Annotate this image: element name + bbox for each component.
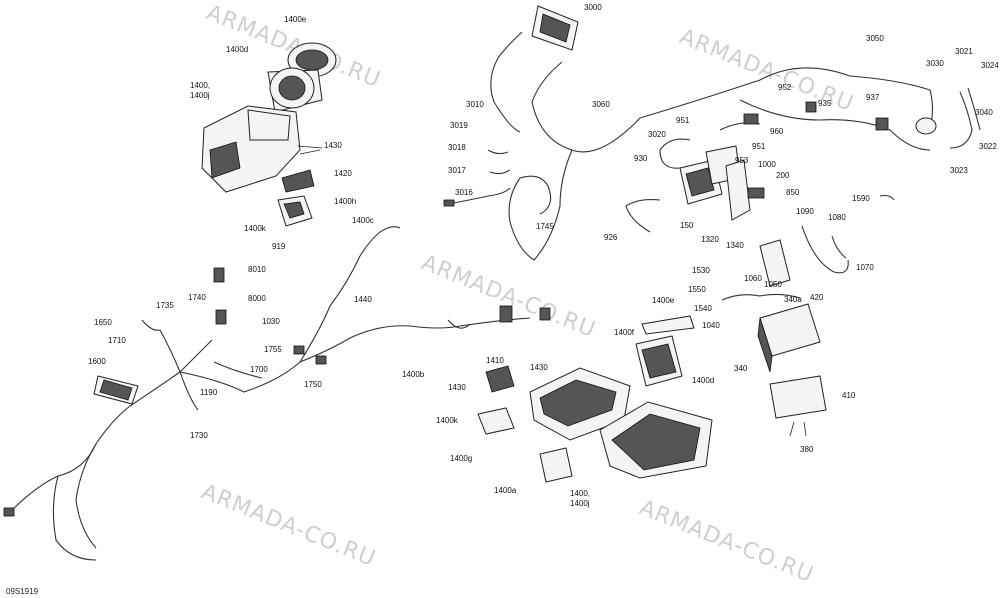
part-label: 1060 [744, 274, 762, 283]
part-label: 951 [676, 116, 690, 125]
part-label: 150 [680, 221, 694, 230]
reference-code: 09S1919 [6, 587, 39, 596]
part-label: 1400f [614, 328, 635, 337]
upper-console-assembly [201, 42, 337, 227]
part-label: 1400e [284, 15, 307, 24]
part-label: 1700 [250, 365, 268, 374]
part-label: 3020 [648, 130, 666, 139]
part-label: 1400b [402, 370, 425, 379]
part-label: 340 [734, 364, 748, 373]
part-label: 3000 [584, 3, 602, 12]
part-label: 1190 [200, 388, 218, 397]
part-label: 1530 [692, 266, 710, 275]
part-label: 3021 [955, 47, 973, 56]
part-label: 1400j [190, 91, 210, 100]
part-label: 3060 [592, 100, 610, 109]
part-label: 1440 [354, 295, 372, 304]
part-label: 1400k [436, 416, 459, 425]
part-label: 935 [818, 99, 832, 108]
part-label: 1400k [244, 224, 267, 233]
part-label: 380 [800, 445, 814, 454]
part-label: 1750 [304, 380, 322, 389]
part-label: 8010 [248, 265, 266, 274]
part-label: 951 [752, 142, 766, 151]
part-label: 1410 [486, 356, 504, 365]
part-label: 1400c [352, 216, 374, 225]
part-label: 1400e [652, 296, 675, 305]
part-label: 1400, [570, 489, 590, 498]
part-label: 1400h [334, 197, 356, 206]
part-label: 3050 [866, 34, 884, 43]
battery-assembly [721, 293, 827, 437]
watermark: ARMADA-CO.RU [198, 479, 379, 572]
part-label: 1070 [856, 263, 874, 272]
part-number-labels: 1400e 1400d 1400, 1400j 1430 1420 1400h … [88, 3, 999, 508]
main-wiring-harness [3, 226, 551, 561]
part-label: 1340 [726, 241, 744, 250]
part-label: 340a [784, 295, 802, 304]
part-label: 8000 [248, 294, 266, 303]
part-label: 1590 [852, 194, 870, 203]
part-label: 3017 [448, 166, 466, 175]
part-label: 1755 [264, 345, 282, 354]
part-label: 1710 [108, 336, 126, 345]
lower-console-assembly [477, 315, 713, 483]
part-label: 3010 [466, 100, 484, 109]
part-label: 1745 [536, 222, 554, 231]
part-label: 3019 [450, 121, 468, 130]
watermark: ARMADA-CO.RU [418, 250, 599, 343]
display-and-harness [443, 5, 931, 261]
part-label: 1040 [702, 321, 720, 330]
part-label: 953 [735, 156, 749, 165]
part-label: 3018 [448, 143, 466, 152]
part-label: 1550 [688, 285, 706, 294]
part-label: 1400, [190, 81, 210, 90]
part-label: 1740 [188, 293, 206, 302]
part-label: 1430 [448, 383, 466, 392]
right-harness-components [625, 87, 981, 287]
part-label: 3016 [455, 188, 473, 197]
part-label: 1540 [694, 304, 712, 313]
part-label: 1030 [262, 317, 280, 326]
part-label: 1730 [190, 431, 208, 440]
part-label: 960 [770, 127, 784, 136]
watermark: ARMADA-CO.RU [636, 495, 817, 588]
part-label: 410 [842, 391, 856, 400]
part-label: 1400g [450, 454, 472, 463]
part-label: 3023 [950, 166, 968, 175]
part-label: 1000 [758, 160, 776, 169]
part-label: 3030 [926, 59, 944, 68]
part-label: 420 [810, 293, 824, 302]
part-label: 1420 [334, 169, 352, 178]
part-label: 3024 [981, 61, 999, 70]
part-label: 1400d [226, 45, 248, 54]
part-label: 1650 [94, 318, 112, 327]
part-label: 200 [776, 171, 790, 180]
part-label: 1400d [692, 376, 714, 385]
part-label: 952 [778, 83, 792, 92]
part-label: 1735 [156, 301, 174, 310]
part-label: 1600 [88, 357, 106, 366]
part-label: 1080 [828, 213, 846, 222]
part-label: 3022 [979, 142, 997, 151]
part-label: 1090 [796, 207, 814, 216]
part-label: 1050 [764, 280, 782, 289]
part-label: 1400j [570, 499, 590, 508]
part-label: 926 [604, 233, 618, 242]
part-label: 930 [634, 154, 648, 163]
part-label: 1430 [324, 141, 342, 150]
part-label: 850 [786, 188, 800, 197]
part-label: 1430 [530, 363, 548, 372]
part-label: 1400a [494, 486, 517, 495]
part-label: 1320 [701, 235, 719, 244]
part-label: 919 [272, 242, 286, 251]
part-label: 937 [866, 93, 880, 102]
part-label: 3040 [975, 108, 993, 117]
